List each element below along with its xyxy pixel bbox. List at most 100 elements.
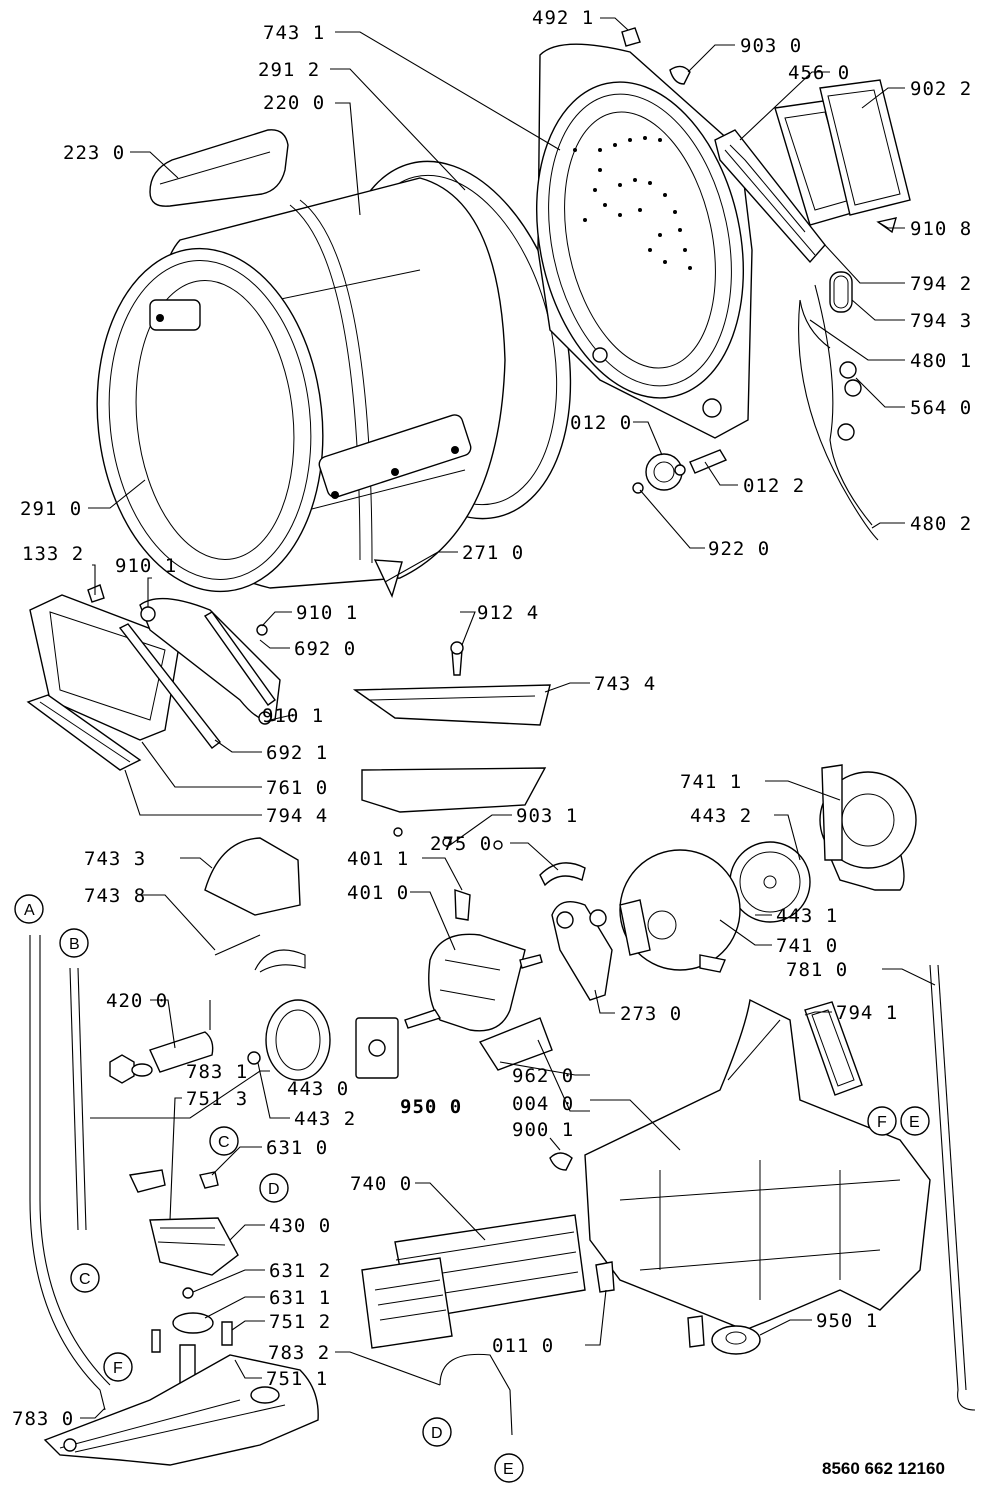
callout-291-0: 291 0 — [20, 498, 82, 520]
callout-761-0: 761 0 — [266, 777, 328, 799]
callout-950-0: 950 0 — [400, 1096, 462, 1118]
callout-631-1: 631 1 — [269, 1287, 331, 1309]
callout-401-1: 401 1 — [347, 848, 409, 870]
callout-743-4: 743 4 — [594, 673, 656, 695]
heater-shields — [352, 684, 551, 850]
callout-781-0: 781 0 — [786, 959, 848, 981]
connector-markers: A B C D C F D E — [14, 894, 930, 1483]
motor — [404, 889, 543, 1032]
callout-910-1-a: 910 1 — [115, 555, 177, 577]
connector-a-top: A — [14, 894, 44, 924]
cover-plate — [819, 79, 911, 216]
callout-751-1: 751 1 — [266, 1368, 328, 1390]
svg-text:D: D — [431, 1425, 443, 1442]
callout-741-0: 741 0 — [776, 935, 838, 957]
svg-text:D: D — [268, 1181, 280, 1198]
callout-783-0: 783 0 — [12, 1408, 74, 1430]
motor-cover — [204, 837, 301, 916]
callout-910-8: 910 8 — [910, 218, 972, 240]
callout-900-1: 900 1 — [512, 1119, 574, 1141]
callout-443-0: 443 0 — [287, 1078, 349, 1100]
svg-text:E: E — [909, 1114, 920, 1131]
callout-794-4: 794 4 — [266, 805, 328, 827]
door-seal-parts — [118, 597, 281, 749]
thermostat-board — [149, 1217, 239, 1276]
callout-912-4: 912 4 — [477, 602, 539, 624]
connector-d-mid: D — [259, 1173, 289, 1203]
callout-743-1: 743 1 — [263, 22, 325, 44]
callout-275-0: 275 0 — [430, 833, 492, 855]
rear-bulkhead — [535, 27, 753, 439]
callout-922-0: 922 0 — [708, 538, 770, 560]
connector-c-left: C — [70, 1263, 100, 1293]
svg-text:B: B — [69, 936, 80, 953]
callout-741-1: 741 1 — [680, 771, 742, 793]
callout-692-1: 692 1 — [266, 742, 328, 764]
callout-783-2: 783 2 — [268, 1342, 330, 1364]
callout-903-1: 903 1 — [516, 805, 578, 827]
vent-holes — [573, 136, 692, 270]
callout-labels: 743 1 291 2 220 0 223 0 291 0 492 1 903 … — [12, 7, 972, 1430]
callout-443-1: 443 1 — [776, 905, 838, 927]
callout-271-0: 271 0 — [462, 542, 524, 564]
base-frame — [584, 998, 931, 1331]
svg-text:F: F — [113, 1360, 123, 1377]
connector-b-top: B — [59, 928, 89, 958]
connector-c-top: C — [209, 1126, 239, 1156]
callout-902-2: 902 2 — [910, 78, 972, 100]
callout-012-2: 012 2 — [743, 475, 805, 497]
callout-631-2: 631 2 — [269, 1260, 331, 1282]
callout-456-0: 456 0 — [788, 62, 850, 84]
connector-e-right: E — [900, 1106, 930, 1136]
document-code: 8560 662 12160 — [822, 1459, 945, 1478]
drum-pad — [149, 129, 289, 207]
callout-430-0: 430 0 — [269, 1215, 331, 1237]
callout-443-2-a: 443 2 — [690, 805, 752, 827]
callout-740-0: 740 0 — [350, 1173, 412, 1195]
svg-text:C: C — [79, 1271, 91, 1288]
callout-133-2: 133 2 — [22, 543, 84, 565]
callout-480-2: 480 2 — [910, 513, 972, 535]
svg-text:C: C — [218, 1134, 230, 1151]
callout-401-0: 401 0 — [347, 882, 409, 904]
callout-220-0: 220 0 — [263, 92, 325, 114]
callout-011-0: 011 0 — [492, 1335, 554, 1357]
connector-f-right: F — [867, 1106, 897, 1136]
wire-harness — [798, 284, 879, 541]
fan-wheel — [729, 841, 811, 923]
callout-962-0: 962 0 — [512, 1065, 574, 1087]
callout-743-8: 743 8 — [84, 885, 146, 907]
connector-f-left: F — [103, 1352, 133, 1382]
callout-751-3: 751 3 — [186, 1088, 248, 1110]
drum-assembly — [96, 160, 572, 598]
callout-420-0: 420 0 — [106, 990, 168, 1012]
svg-text:A: A — [24, 902, 35, 919]
fan-housing — [819, 764, 917, 891]
callout-903-0: 903 0 — [740, 35, 802, 57]
filter-housing — [714, 129, 826, 264]
heater-element — [361, 1214, 586, 1349]
callout-910-1-c: 910 1 — [262, 705, 324, 727]
connector-e-bottom: E — [494, 1453, 524, 1483]
blower-wheel — [265, 999, 331, 1081]
callout-564-0: 564 0 — [910, 397, 972, 419]
blower-housing — [619, 849, 741, 973]
base-plate — [43, 1354, 319, 1466]
callout-751-2: 751 2 — [269, 1311, 331, 1333]
svg-text:F: F — [877, 1114, 887, 1131]
callout-012-0: 012 0 — [570, 412, 632, 434]
callout-743-3: 743 3 — [84, 848, 146, 870]
leader-lines — [80, 17, 936, 1419]
callout-223-0: 223 0 — [63, 142, 125, 164]
callout-004-0: 004 0 — [512, 1093, 574, 1115]
callout-480-1: 480 1 — [910, 350, 972, 372]
callout-443-2-b: 443 2 — [294, 1108, 356, 1130]
callout-273-0: 273 0 — [620, 1003, 682, 1025]
connector-d-bottom: D — [422, 1417, 452, 1447]
callout-794-2: 794 2 — [910, 273, 972, 295]
callout-794-1: 794 1 — [836, 1002, 898, 1024]
callout-291-2: 291 2 — [258, 59, 320, 81]
callout-631-0: 631 0 — [266, 1137, 328, 1159]
callout-910-1-b: 910 1 — [296, 602, 358, 624]
